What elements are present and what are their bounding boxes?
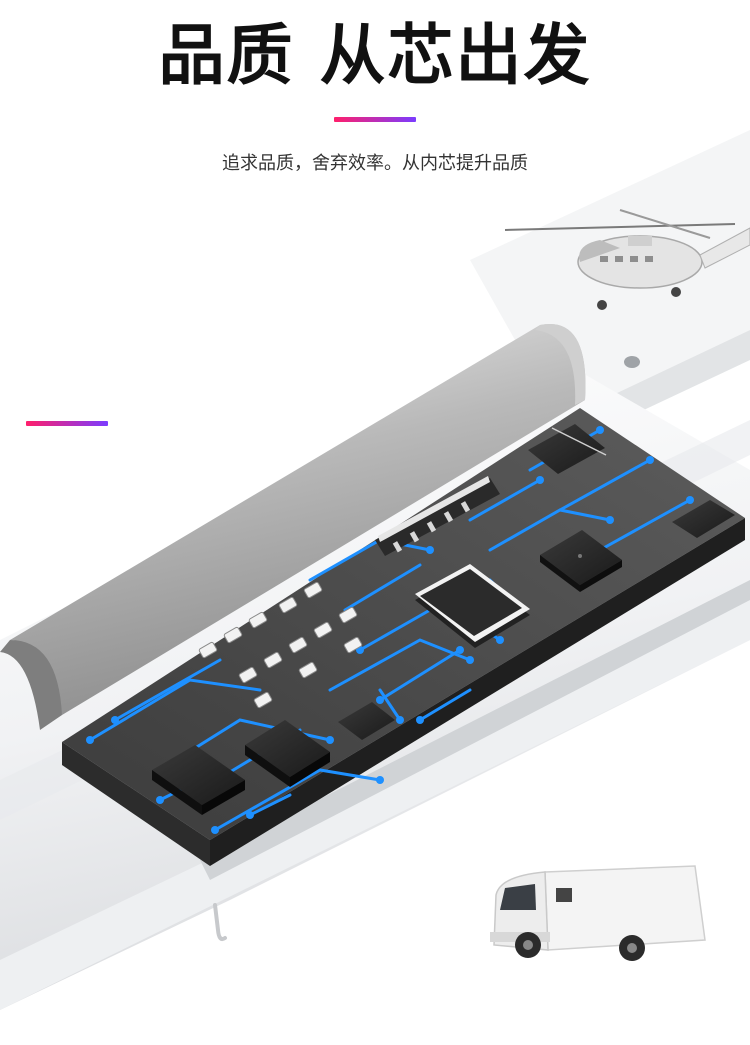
square-chip-right bbox=[540, 530, 622, 592]
chip-small-bottom bbox=[338, 702, 395, 740]
large-chip-middle bbox=[245, 720, 330, 787]
page-title: 品质 从芯出发 bbox=[158, 17, 592, 94]
tube-lid bbox=[0, 323, 586, 730]
smd-components bbox=[198, 581, 363, 709]
chip-edge-right bbox=[672, 500, 735, 538]
helicopter-icon bbox=[504, 209, 750, 310]
title-accent-bar bbox=[334, 117, 416, 122]
side-accent-bar bbox=[26, 421, 108, 426]
ic-chip-right bbox=[528, 424, 607, 474]
dip-chip bbox=[415, 564, 530, 648]
armored-truck-icon bbox=[490, 865, 706, 961]
page-subtitle: 追求品质，舍弃效率。从内芯提升品质 bbox=[222, 153, 528, 174]
circuit-board bbox=[62, 408, 745, 866]
connector-strip bbox=[375, 476, 500, 556]
large-chip-left bbox=[152, 745, 245, 815]
